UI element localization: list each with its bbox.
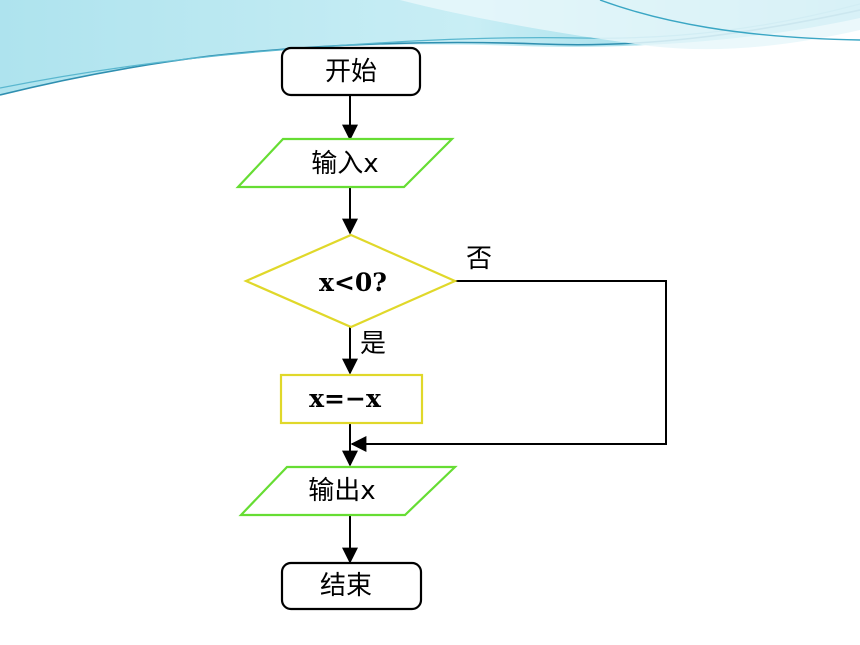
arrow-no-branch	[350, 280, 667, 452]
input-node: 输入x	[235, 137, 455, 189]
process-node-label: x=−x	[309, 384, 382, 413]
input-node-label: 输入x	[311, 149, 378, 179]
end-node-label: 结束	[320, 571, 372, 601]
branch-yes-label: 是	[360, 329, 386, 359]
end-node: 结束	[280, 561, 423, 611]
branch-no-label: 否	[466, 244, 492, 274]
start-node: 开始	[280, 46, 422, 97]
output-node-label: 输出x	[308, 476, 375, 506]
output-node: 输出x	[238, 465, 458, 517]
process-node: x=−x	[279, 373, 424, 425]
decision-node: x<0?	[243, 233, 458, 329]
header-banner	[0, 0, 860, 96]
start-node-label: 开始	[325, 57, 377, 87]
decision-node-label: x<0?	[319, 268, 387, 297]
connectors	[342, 95, 667, 564]
